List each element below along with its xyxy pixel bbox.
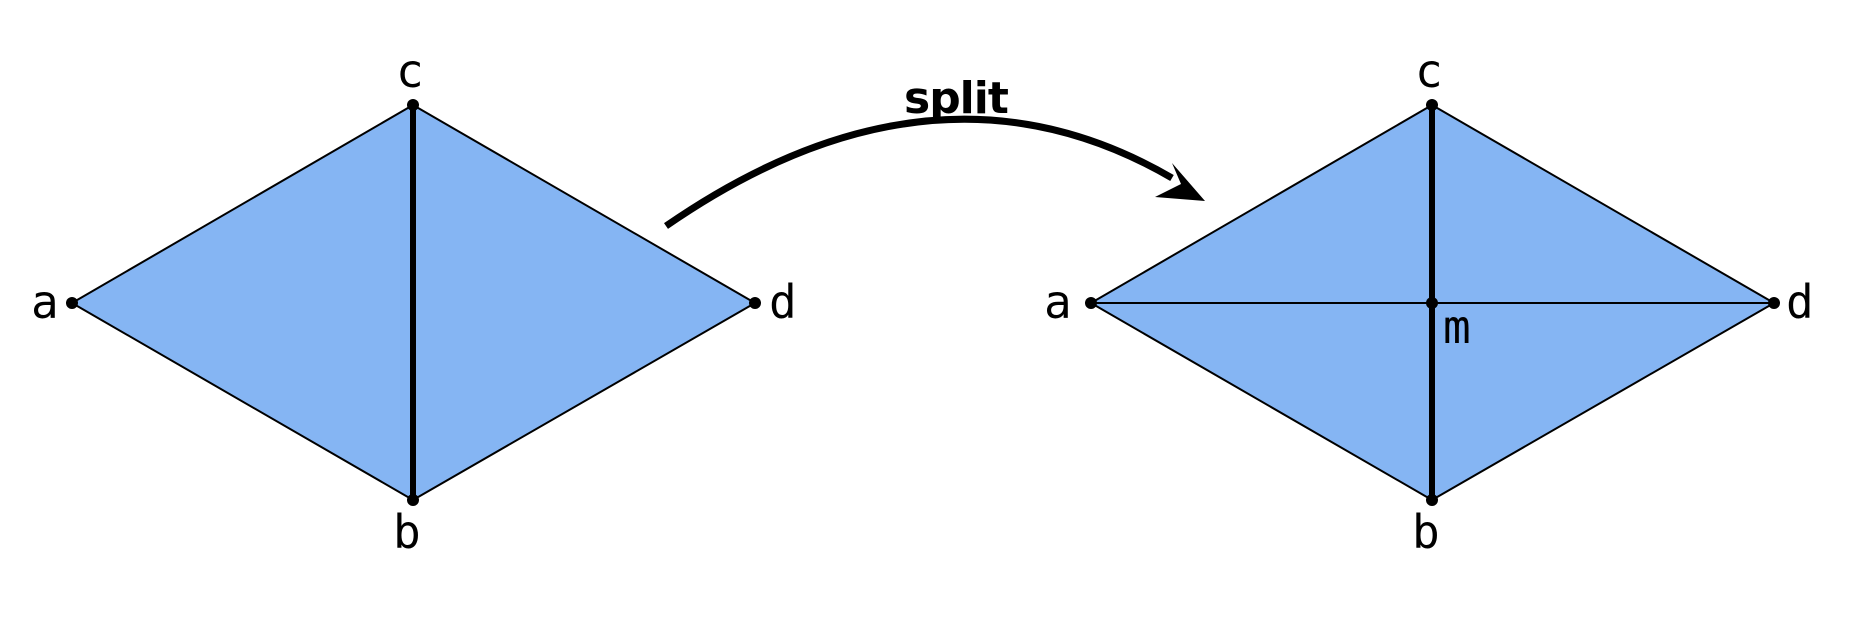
after-triangle-bottom-right: [1431, 302, 1775, 501]
after-vertex-a: [1085, 297, 1097, 309]
arrow-curve: [664, 115, 1174, 229]
before-triangle-left: [71, 104, 414, 501]
before-vertex-c: [407, 99, 419, 111]
before-vertex-b: [407, 494, 419, 506]
split-arrow: split: [664, 73, 1205, 229]
after-vertex-b: [1426, 494, 1438, 506]
before-label-c: c: [396, 44, 424, 98]
operation-label: split: [904, 73, 1009, 124]
before-label-d: d: [769, 275, 797, 329]
before-triangle-right: [412, 104, 756, 501]
after-label-b: b: [1412, 505, 1440, 559]
after-triangle-top-left: [1090, 104, 1433, 304]
after-triangle-top-right: [1431, 104, 1775, 304]
after-triangle-bottom-left: [1090, 302, 1433, 501]
after-label-d: d: [1786, 275, 1814, 329]
before-vertex-a: [66, 297, 78, 309]
after-vertex-c: [1426, 99, 1438, 111]
after-vertex-m: [1426, 297, 1438, 309]
after-label-c: c: [1415, 44, 1443, 98]
after-vertex-d: [1768, 297, 1780, 309]
before-label-b: b: [393, 505, 421, 559]
arrow-head-icon: [1155, 163, 1205, 201]
before-vertex-d: [749, 297, 761, 309]
after-label-m: m: [1443, 300, 1471, 354]
after-label-a: a: [1044, 275, 1072, 329]
before-mesh: a b c d: [31, 44, 797, 559]
after-mesh: a b c d m: [1044, 44, 1814, 559]
before-label-a: a: [31, 275, 59, 329]
